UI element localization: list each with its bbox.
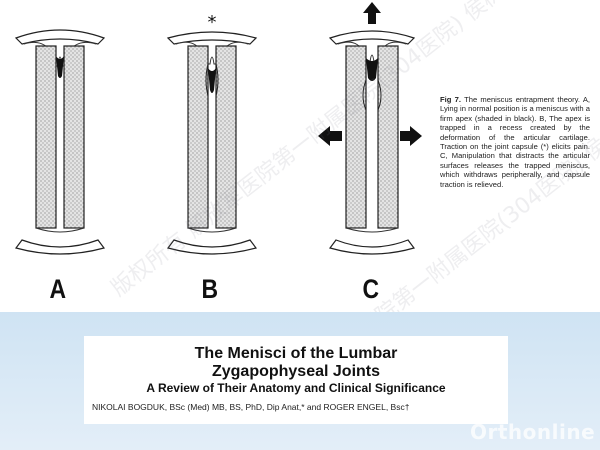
panel-b-asterisk: * [208,12,217,33]
arrow-right-icon [400,126,422,146]
caption-text: The meniscus entrapment theory. A, Lying… [440,95,590,189]
meniscus-diagram: * [14,2,422,255]
paper-title-block: The Menisci of the Lumbar Zygapophyseal … [84,336,508,424]
panel-label-a: A [49,274,67,304]
panel-label-c: C [362,274,380,304]
orthonline-logo: Orthonline [470,420,596,444]
panel-label-b: B [201,274,219,304]
arrow-up-icon [363,2,381,24]
caption-figure-label: Fig 7. [440,95,461,104]
panel-a-drawing [14,29,106,255]
paper-subtitle: A Review of Their Anatomy and Clinical S… [146,381,446,395]
paper-title-line-2: Zygapophyseal Joints [211,363,381,380]
panel-c-drawing [318,2,422,255]
arrow-left-icon [318,126,342,146]
paper-authors: NIKOLAI BOGDUK, BSc (Med) MB, BS, PhD, D… [92,402,410,412]
figure-area: * A B C Fig 7. The meniscus entrapment t… [14,2,590,304]
paper-title-line-1: The Menisci of the Lumbar [194,345,398,362]
figure-caption: Fig 7. The meniscus entrapment theory. A… [440,95,590,189]
panel-b-drawing: * [166,12,258,255]
